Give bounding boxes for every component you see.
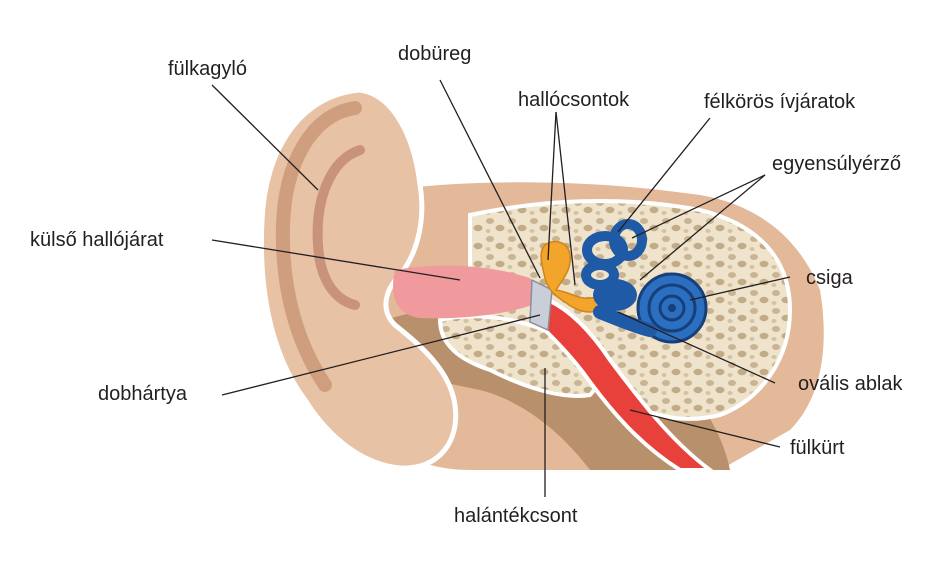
label-fulkurt: fülkürt [790, 437, 845, 459]
label-dobureg: dobüreg [398, 43, 472, 65]
label-ovalis-ablak: ovális ablak [798, 373, 903, 395]
ear-canal [392, 265, 545, 319]
label-egyensulyerzo: egyensúlyérző [772, 153, 901, 175]
auricle-helix [275, 101, 362, 392]
label-dobhartya: dobhártya [98, 383, 187, 405]
label-felkoros-ivjaratok: félkörös ívjáratok [704, 91, 856, 113]
label-kulso-hallojarat: külső hallójárat [30, 229, 164, 251]
cochlea-link [593, 305, 657, 337]
label-csiga: csiga [806, 267, 853, 289]
label-halantekcsont: halántékcsont [454, 505, 578, 527]
eardrum-shape [529, 278, 553, 332]
leader-lines [211, 79, 791, 497]
cochlea [636, 272, 708, 344]
eustachian-tube [537, 297, 716, 472]
auricle-inner [312, 145, 365, 310]
vestibule [593, 279, 637, 311]
label-fulkagylo: fülkagyló [168, 58, 247, 80]
label-hallocsontok: hallócsontok [518, 89, 630, 111]
